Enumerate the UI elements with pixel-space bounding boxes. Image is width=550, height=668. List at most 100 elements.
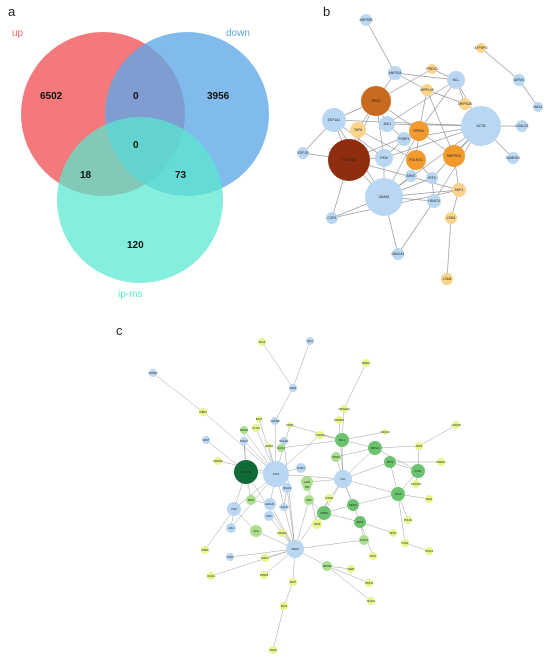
- network-b-node-label: ACTB: [476, 124, 486, 128]
- network-c-node-mapt: MAPT: [289, 578, 297, 586]
- network-c-node-circle: [269, 646, 277, 654]
- network-c-node-irf3: IRF3: [264, 511, 274, 521]
- network-b-node-label: MRPS28: [458, 102, 472, 106]
- network-b-node-dnaja1: DNAJA1: [391, 248, 405, 260]
- network-c-node-circle: [202, 436, 210, 444]
- network-c-node-mtg1: MTG1: [369, 552, 377, 560]
- network-b-node-prdx3: PRDX3: [426, 64, 438, 74]
- network-c-node-ddx21: DDX21: [347, 499, 359, 511]
- network-b-edge: [397, 200, 435, 255]
- network-c-edge: [341, 431, 386, 441]
- network-c-node-circle: [384, 456, 396, 468]
- network-c-node-polr2: POLR2: [404, 516, 413, 524]
- network-c-node-label: MRPL11: [370, 447, 380, 450]
- network-c-node-circle: [368, 441, 382, 455]
- network-c-node-label: SAMHD1: [213, 460, 224, 463]
- network-c-node-circle: [365, 579, 373, 587]
- network-b-node-circle: [452, 183, 466, 197]
- network-c-node-circle: [201, 546, 209, 554]
- network-c-node-circle: [296, 463, 306, 473]
- network-b-node-circle: [322, 108, 346, 132]
- network-b-node-lsm4: LSM4: [441, 273, 453, 285]
- network-c-node-label: NAT10: [277, 447, 285, 450]
- network-c-node-label: GAR1: [304, 481, 311, 484]
- network-c-node-circle: [282, 483, 292, 493]
- network-b-node-label: SKP1: [455, 188, 464, 192]
- network-c-edge: [404, 542, 430, 552]
- network-b-node-circle: [461, 106, 501, 146]
- network-c-node-circle: [289, 578, 297, 586]
- network-c-node-hmgn1: HMGN1: [437, 458, 446, 466]
- network-c-node-mcm5p: MCM5P: [149, 369, 158, 377]
- network-c-node-label: SRSF9: [332, 456, 340, 459]
- network-b-edge: [333, 119, 482, 127]
- network-c-node-label: HMBS: [202, 549, 209, 552]
- network-c-node-label: CCNA2: [360, 539, 369, 542]
- network-b-node-label: EEF1A1: [328, 118, 341, 122]
- network-c-node-circle: [256, 416, 262, 422]
- network-c-node-rcl1: RCL1: [335, 433, 349, 447]
- network-c-node-label: IRF3: [266, 515, 272, 518]
- network-b-node-label: COP1: [327, 216, 336, 220]
- network-b-node-label: MRPL49: [420, 88, 433, 92]
- network-b-edge: [426, 89, 466, 105]
- network-b-node-label: ARNT: [406, 174, 415, 178]
- venn-count-down-ipms: 73: [175, 170, 187, 181]
- network-c-node-cop1: COP1: [226, 553, 234, 561]
- network-b-node-hdac6: HDAC6: [427, 194, 441, 208]
- network-c-node-circle: [286, 540, 304, 558]
- network-c-node-label: RPN1: [390, 532, 397, 535]
- network-c-node-circle: [287, 422, 293, 428]
- network-b-node-label: PKM: [380, 156, 388, 160]
- network-c-node-label: HDAC6: [283, 487, 292, 490]
- network-b-node-circle: [445, 212, 457, 224]
- network-c-node-pcbp1: PCBP1: [296, 463, 306, 473]
- network-c-node-label: RPS27A: [241, 471, 251, 474]
- network-c-node-nup98: NUP98: [325, 494, 334, 502]
- network-b-node-label: IRF3: [428, 176, 435, 180]
- network-c-node-circle: [347, 499, 359, 511]
- network-b-node-circle: [326, 212, 338, 224]
- network-c-edge: [229, 548, 296, 558]
- network-b-node-circle: [406, 150, 426, 170]
- network-b-node-circle: [392, 248, 404, 260]
- network-c-node-sugp1: SUGP1: [367, 597, 376, 605]
- network-c-node-circle: [412, 480, 420, 488]
- network-c-node-ocaf1: OCAF1: [207, 572, 216, 580]
- network-b-node-label: EEF1D: [298, 151, 309, 155]
- network-c-node-circle: [335, 433, 349, 447]
- network-c-edge: [397, 493, 406, 544]
- network-c-node-circle: [263, 461, 289, 487]
- venn-diagram: up down ip-ms 6502 0 3956 0 18 73 120: [12, 28, 269, 300]
- venn-count-up-ipms: 18: [80, 170, 92, 181]
- network-c-node-uba52: UBA52: [286, 540, 304, 558]
- network-b-node-label: JAK1: [383, 122, 391, 126]
- network-c-node-circle: [246, 495, 256, 505]
- network-c-node-ccdc6: CCDC6: [425, 547, 434, 555]
- network-b-node-circle: [507, 152, 519, 164]
- network-c-node-circle: [250, 525, 262, 537]
- network-c-edge: [294, 539, 365, 550]
- network-c-node-label: CTNND1: [315, 434, 325, 437]
- network-c-node-label: DNAJA1: [279, 440, 289, 443]
- network-c-node-circle: [252, 424, 260, 432]
- network-c-edge: [352, 493, 399, 506]
- network-b-node-atp5po: ATP5PO: [474, 43, 488, 53]
- network-c-node-pkm: PKM: [227, 502, 241, 516]
- network-c-node-exosc5: EXOSC5: [411, 480, 422, 488]
- venn-count-up-down: 0: [133, 91, 139, 102]
- network-b-node-circle: [427, 64, 437, 74]
- network-c-node-label: RCL1: [339, 439, 346, 442]
- network-b-node-label: HDAC6: [428, 199, 440, 203]
- network-c-node-label: UHRF1: [199, 411, 208, 414]
- network-b-node-circle: [421, 84, 433, 96]
- venn-count-down-only: 3956: [207, 91, 230, 102]
- network-c-node-label: EEF1A1: [266, 503, 276, 506]
- network-c-node-label: POLR2: [404, 519, 413, 522]
- network-c-node-label: COP1: [227, 556, 234, 559]
- panel-label-c: c: [116, 323, 123, 338]
- network-c-node-arnt: ARNT: [202, 436, 210, 444]
- network-c-node-label: OCAF1: [207, 575, 216, 578]
- network-c-node-circle: [227, 502, 241, 516]
- network-c-edge: [374, 445, 420, 449]
